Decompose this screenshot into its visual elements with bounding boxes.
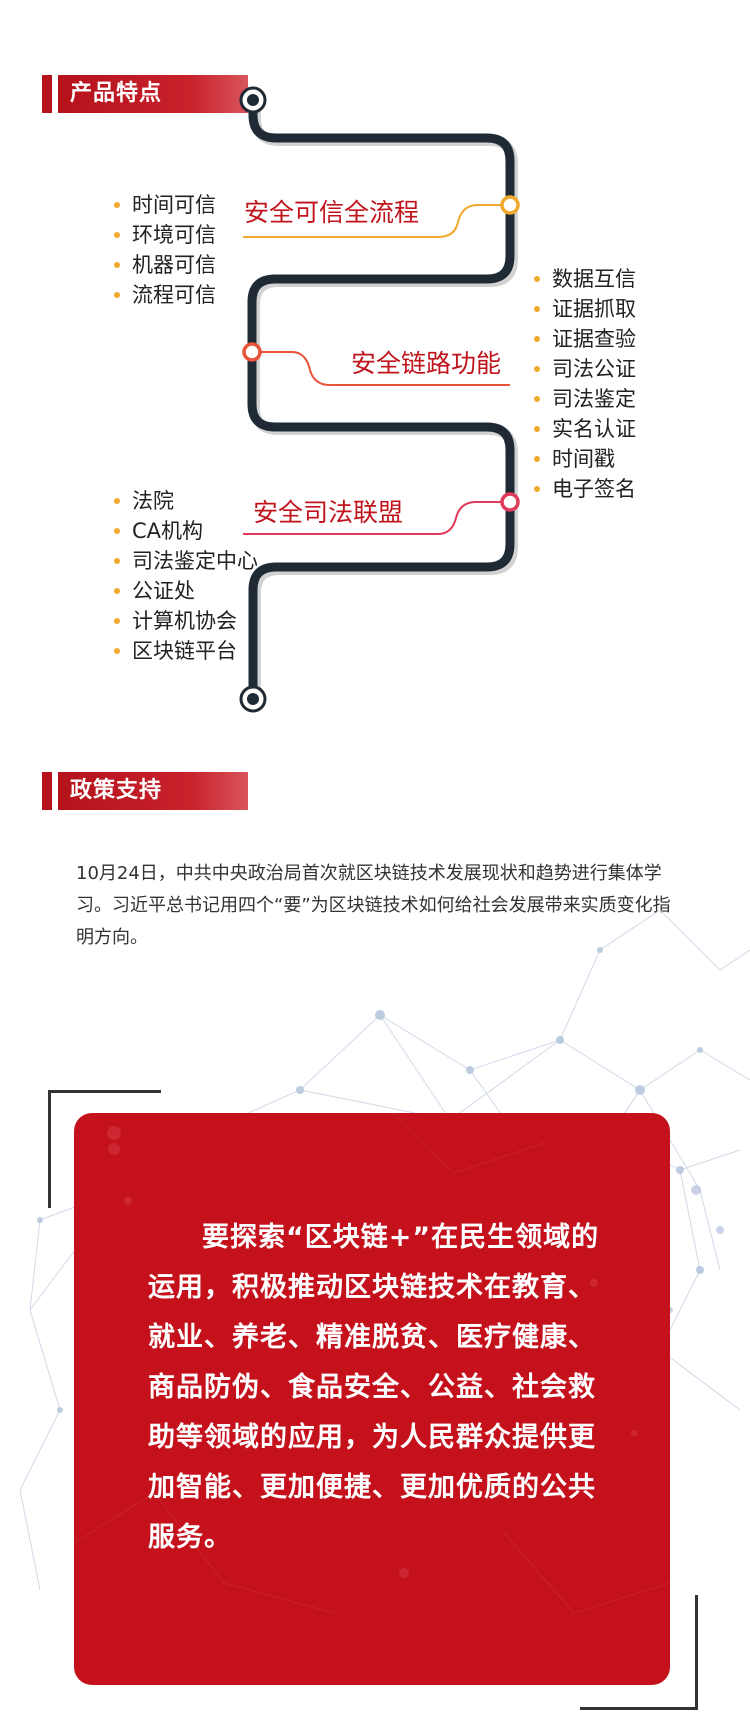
corner-bracket-top-left xyxy=(48,1090,161,1208)
connector-2 xyxy=(252,351,510,386)
connector-3 xyxy=(243,501,510,535)
list-item: 数据互信 xyxy=(532,264,636,294)
list-item: 时间戳 xyxy=(532,444,636,474)
list-item: 实名认证 xyxy=(532,414,636,444)
section-title-bar xyxy=(42,75,52,113)
list-item: 时间可信 xyxy=(112,190,216,220)
list-item: 公证处 xyxy=(112,576,258,606)
section-title-label: 政策支持 xyxy=(58,772,248,810)
list-item: 司法公证 xyxy=(532,354,636,384)
list-item: 电子签名 xyxy=(532,474,636,504)
section-title-label: 产品特点 xyxy=(58,75,248,113)
feature-list-1: 时间可信 环境可信 机器可信 流程可信 xyxy=(112,190,216,310)
card-decoration xyxy=(74,1113,670,1614)
node-3 xyxy=(500,492,520,512)
connector-1 xyxy=(243,204,508,238)
policy-quote: 要探索“区块链+”在民生领域的运用，积极推动区块链技术在教育、就业、养老、精准脱… xyxy=(148,1222,600,1553)
node-2 xyxy=(242,342,262,362)
list-item: 机器可信 xyxy=(112,250,216,280)
section-title-bar xyxy=(42,772,52,810)
node-1 xyxy=(500,195,520,215)
list-item: 司法鉴定 xyxy=(532,384,636,414)
list-item: CA机构 xyxy=(112,516,258,546)
list-item: 证据抓取 xyxy=(532,294,636,324)
list-item: 环境可信 xyxy=(112,220,216,250)
list-item: 证据查验 xyxy=(532,324,636,354)
feature-list-2: 数据互信 证据抓取 证据查验 司法公证 司法鉴定 实名认证 时间戳 电子签名 xyxy=(532,264,636,504)
list-item: 计算机协会 xyxy=(112,606,258,636)
list-item: 流程可信 xyxy=(112,280,216,310)
road-path xyxy=(247,95,515,702)
feature-title-1: 安全可信全流程 xyxy=(244,198,420,227)
quote-card: 要探索“区块链+”在民生领域的运用，积极推动区块链技术在教育、就业、养老、精准脱… xyxy=(74,1113,670,1685)
corner-bracket-bottom-right xyxy=(580,1595,698,1710)
list-item: 法院 xyxy=(112,486,258,516)
list-item: 司法鉴定中心 xyxy=(112,546,258,576)
feature-title-3: 安全司法联盟 xyxy=(253,498,404,527)
feature-title-2: 安全链路功能 xyxy=(351,349,502,378)
policy-paragraph: 10月24日，中共中央政治局首次就区块链技术发展现状和趋势进行集体学习。习近平总… xyxy=(76,863,671,948)
road-diagram xyxy=(239,86,520,713)
feature-list-3: 法院 CA机构 司法鉴定中心 公证处 计算机协会 区块链平台 xyxy=(112,486,258,666)
list-item: 区块链平台 xyxy=(112,636,258,666)
